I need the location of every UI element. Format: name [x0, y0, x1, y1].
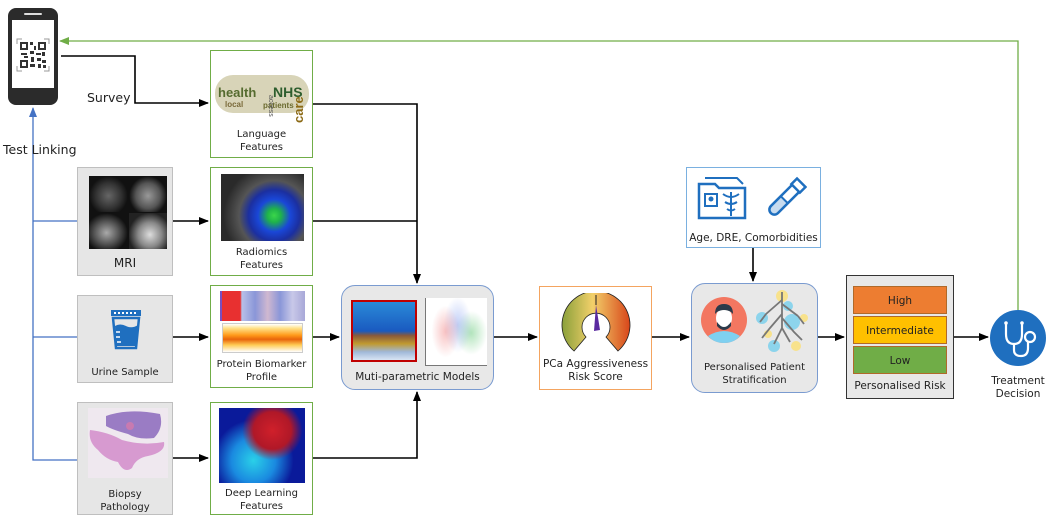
biopsy-label-2: Pathology [100, 502, 150, 513]
word-care: care [291, 96, 306, 123]
spectrogram-image [351, 300, 417, 362]
pathology-slide-image [88, 408, 168, 478]
risk-high-label: High [887, 295, 913, 307]
biopsy-label-1: Biopsy [108, 489, 142, 500]
risk-level-intermediate: Intermediate [853, 316, 947, 344]
risk-low-label: Low [889, 355, 911, 367]
models-label: Muti-parametric Models [355, 371, 480, 383]
decision-tree-icon [756, 290, 808, 352]
medical-folder-icon [697, 177, 747, 220]
protein-label-1: Protein Biomarker [216, 359, 307, 370]
protein-label-2: Profile [245, 372, 278, 383]
patient-avatar-icon [701, 297, 747, 343]
risk-intermediate-label: Intermediate [866, 325, 934, 337]
survey-arrow [61, 55, 209, 107]
word-health: health [218, 85, 256, 100]
test-tube-icon [768, 176, 807, 216]
personalised-risk-title: Personalised Risk [854, 380, 946, 392]
test-linking-label: Test Linking [3, 142, 77, 157]
stratification-label-1: Personalised Patient [704, 362, 805, 373]
qr-code-icon [16, 38, 50, 72]
protein-spectrum-image [222, 323, 303, 353]
language-features-label-2: Features [240, 142, 283, 153]
stratification-label-2: Stratification [722, 375, 787, 386]
urine-cup-icon [111, 310, 141, 350]
mri-label: MRI [113, 256, 137, 270]
personalised-risk-box: High Intermediate Low Personalised Risk [846, 275, 954, 399]
radiomics-label-1: Radiomics [235, 247, 288, 258]
language-to-models [312, 103, 421, 284]
word-cloud-image: health NHS patients local care access [215, 75, 309, 123]
word-access: access [267, 95, 274, 117]
clinical-factors-box: Age, DRE, Comorbidities [686, 167, 821, 248]
feedback-line [59, 37, 1019, 310]
mri-box: MRI [77, 167, 173, 276]
treatment-label-1: Treatment [991, 375, 1045, 387]
multiparametric-models-box: Muti-parametric Models [341, 285, 494, 390]
risk-score-label-2: Risk Score [568, 371, 623, 383]
survey-label: Survey [87, 90, 131, 105]
cluster-scatter-image [425, 298, 487, 366]
clinical-factors-label: Age, DRE, Comorbidities [689, 232, 818, 244]
word-local: local [225, 100, 243, 109]
mri-scan-image [89, 176, 167, 249]
word-patients: patients [263, 101, 294, 110]
deep-learning-activation-image [219, 408, 305, 483]
language-features-box: health NHS patients local care access La… [210, 50, 313, 158]
test-linking-line [29, 107, 77, 461]
radiomics-label-2: Features [240, 260, 283, 271]
urine-sample-label: Urine Sample [91, 367, 159, 378]
risk-level-low: Low [853, 346, 947, 374]
deep-to-models [312, 391, 421, 459]
protein-heatmap-image [220, 291, 305, 321]
deep-learning-label-2: Features [240, 501, 283, 512]
urine-sample-box: Urine Sample [77, 295, 173, 383]
gauge-icon [561, 293, 631, 352]
risk-level-high: High [853, 286, 947, 314]
radiomics-heatmap-image [221, 174, 304, 241]
stethoscope-icon [1004, 321, 1037, 358]
smartphone-icon [8, 8, 58, 105]
risk-score-label-1: PCa Aggressiveness [542, 358, 649, 370]
language-features-label-1: Language [236, 129, 287, 140]
deep-learning-label-1: Deep Learning [225, 488, 298, 499]
treatment-decision-node [990, 310, 1046, 366]
treatment-label-2: Decision [995, 388, 1041, 400]
word-nhs: NHS [273, 84, 303, 100]
